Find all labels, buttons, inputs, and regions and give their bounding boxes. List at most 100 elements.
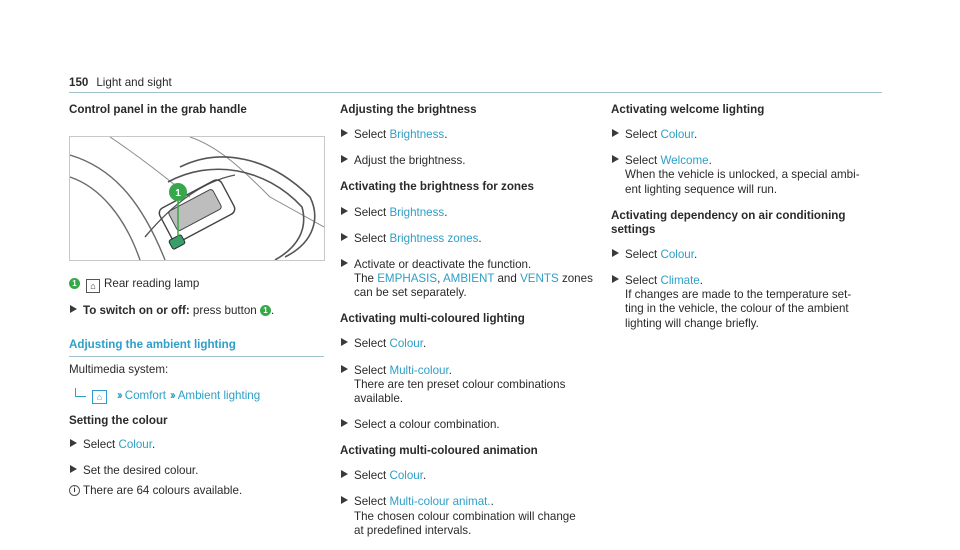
switch-step: To switch on or off: press button 1. — [69, 304, 329, 318]
step-punct: . — [444, 205, 448, 219]
info-icon: i — [69, 484, 80, 496]
step-text: When the vehicle is unlocked, a special … — [625, 168, 860, 182]
menu-link-brightness: Brightness — [389, 205, 445, 219]
menu-link-brightness: Brightness — [389, 128, 445, 142]
menu-link-multi-colour-animat: Multi-colour animat. — [389, 495, 491, 509]
callout-number: 1 — [175, 188, 181, 199]
menu-link-multi-colour: Multi-colour — [389, 363, 449, 377]
arrow-icon — [341, 129, 348, 138]
step-punct: . — [422, 469, 427, 483]
menu-link-colour: Colour — [118, 437, 152, 451]
heading-setting-colour: Setting the colour — [69, 413, 168, 427]
double-chevron-icon: ›› — [117, 388, 123, 402]
step-punct: . — [444, 128, 448, 142]
step-punct: . — [708, 154, 712, 168]
step-punct: . — [151, 437, 156, 451]
step-text: Select — [625, 128, 661, 142]
grab-handle-illustration: 1 — [69, 136, 325, 262]
zone-emphasis: EMPHASIS — [377, 271, 438, 285]
step-text: ent lighting sequence will run. — [625, 182, 778, 196]
step: Select Welcome. When the vehicle is unlo… — [611, 154, 876, 196]
arrow-icon — [341, 258, 348, 267]
step-text: Select — [354, 205, 390, 219]
step-text: There are ten preset colour combinations — [354, 377, 566, 391]
step-text: Select — [354, 231, 390, 245]
arrow-icon — [341, 155, 348, 164]
legend-label: Rear reading lamp — [104, 277, 200, 291]
callout-badge: 1 — [259, 305, 271, 317]
path-comfort: Comfort — [124, 388, 166, 402]
switch-step-end: . — [270, 304, 275, 318]
heading-line: settings — [611, 222, 656, 236]
step: Select Multi-colour animat.. The chosen … — [340, 495, 595, 537]
step-text: Select — [354, 128, 390, 142]
zone-ambient: AMBIENT — [442, 271, 495, 285]
menu-link-climate: Climate — [660, 274, 700, 288]
menu-link-welcome: Welcome — [660, 154, 709, 168]
heading-zones: Activating the brightness for zones — [340, 180, 534, 194]
step-punct: . — [693, 247, 698, 261]
note: i There are 64 colours available. — [69, 484, 329, 498]
step: Adjust the brightness. — [340, 154, 595, 168]
step-text: Select — [354, 337, 390, 351]
step: Select Colour. — [340, 469, 595, 483]
step: Select Brightness. — [340, 206, 595, 220]
step-punct: . — [422, 337, 427, 351]
step-punct: . — [693, 128, 698, 142]
step-punct: . — [448, 363, 452, 377]
double-chevron-icon: ›› — [169, 388, 176, 402]
step-text: and — [494, 271, 521, 285]
step: Select Colour. — [340, 337, 595, 351]
step-text: Adjust the brightness. — [354, 154, 466, 168]
menu-link-colour: Colour — [389, 469, 423, 483]
menu-path: ⌂››Comfort››Ambient lighting — [69, 387, 329, 404]
section-title-ambient: Adjusting the ambient lighting — [69, 338, 324, 358]
arrow-icon — [341, 418, 348, 427]
heading-air-conditioning: Activating dependency on air conditionin… — [611, 209, 876, 237]
step-text: ting in the vehicle, the colour of the a… — [625, 302, 849, 316]
switch-step-text: press button — [192, 304, 257, 318]
arrow-icon — [70, 438, 77, 447]
menu-link-colour: Colour — [389, 337, 423, 351]
arrow-icon — [341, 206, 348, 215]
step-text: can be set separately. — [354, 286, 467, 300]
step-text: Select a colour combination. — [354, 417, 500, 431]
step-text: Select — [625, 154, 661, 168]
legend-item: 1⌂Rear reading lamp — [69, 277, 329, 294]
step-text: Select — [354, 469, 390, 483]
arrow-icon — [70, 305, 77, 314]
home-icon: ⌂ — [92, 389, 107, 404]
step: Select Climate. If changes are made to t… — [611, 274, 876, 331]
arrow-icon — [341, 496, 348, 505]
page-number: 150 — [69, 76, 89, 89]
step-text: Set the desired colour. — [83, 463, 199, 477]
menu-link-colour: Colour — [660, 247, 694, 261]
path-ambient-lighting: Ambient lighting — [177, 388, 261, 402]
step-select-colour: Select Colour. — [69, 438, 329, 452]
page-header: 150 Light and sight — [69, 76, 172, 90]
system-label: Multimedia system: — [69, 363, 169, 377]
step-text: If changes are made to the temperature s… — [625, 288, 852, 302]
arrow-icon — [612, 248, 619, 257]
step-text: Select — [354, 495, 390, 509]
heading-animation: Activating multi-coloured animation — [340, 444, 538, 458]
heading-welcome: Activating welcome lighting — [611, 103, 765, 116]
grab-handle-drawing: 1 — [70, 137, 324, 261]
step: Select Multi-colour. There are ten prese… — [340, 364, 595, 406]
column-2: Adjusting the brightness Select Brightne… — [340, 103, 595, 550]
chapter-title: Light and sight — [96, 76, 172, 89]
arrow-icon — [341, 470, 348, 479]
step-punct: . — [478, 231, 482, 245]
step-text: , — [437, 271, 443, 285]
zones-line: The EMPHASIS, AMBIENT and VENTS zones — [354, 272, 595, 286]
zone-vents: VENTS — [520, 271, 559, 285]
arrow-icon — [612, 155, 619, 164]
arrow-icon — [341, 232, 348, 241]
step: Select Colour. — [611, 248, 876, 262]
heading-line: Activating dependency on air conditionin… — [611, 208, 846, 222]
menu-link-brightness-zones: Brightness zones — [389, 231, 479, 245]
step: Select Brightness. — [340, 128, 595, 142]
step-text: Select — [354, 363, 390, 377]
corner-arrow-icon — [75, 387, 86, 397]
heading-multi: Activating multi-coloured lighting — [340, 312, 525, 326]
